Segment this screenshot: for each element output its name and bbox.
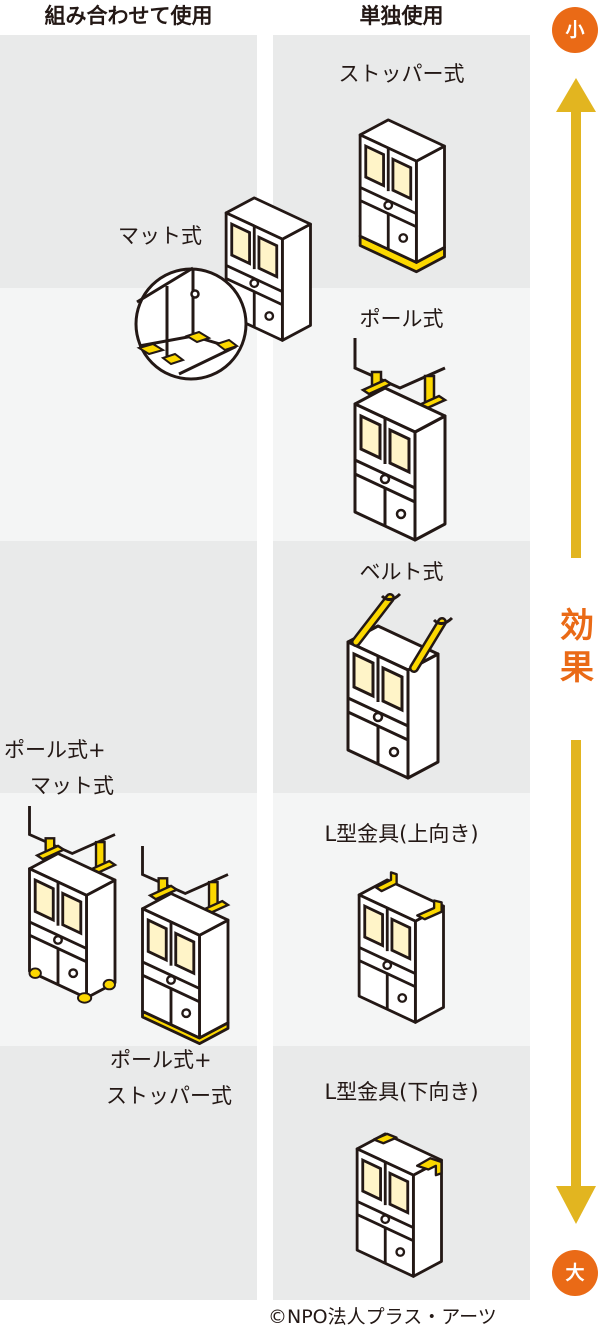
l-bracket-up-cabinet-illustration bbox=[357, 871, 445, 1024]
effect-label-1: 効 bbox=[560, 606, 594, 646]
label-l-bracket-down: L型金具(下向き) bbox=[324, 1080, 479, 1104]
combined-panel-3 bbox=[0, 541, 257, 793]
pole-plus-stopper-cabinet-illustration bbox=[141, 846, 231, 1046]
header-single-use: 単独使用 bbox=[359, 4, 444, 28]
label-l-bracket-up: L型金具(上向き) bbox=[324, 822, 479, 846]
combined-panel-5 bbox=[0, 1046, 257, 1300]
effect-large-badge: 大 bbox=[552, 1250, 598, 1296]
combined-panel-1 bbox=[0, 35, 257, 288]
label-belt: ベルト式 bbox=[359, 560, 444, 584]
label-pole-plus-mat-line2: マット式 bbox=[30, 774, 114, 798]
label-mat: マット式 bbox=[118, 224, 202, 248]
pole-plus-mat-cabinet-illustration bbox=[28, 806, 118, 1004]
effect-label-2: 果 bbox=[560, 648, 594, 688]
copyright-text: ©NPO法人プラス・アーツ bbox=[268, 1306, 497, 1328]
belt-cabinet-illustration bbox=[346, 592, 454, 780]
label-pole-plus-stopper-line1: ポール式+ bbox=[110, 1048, 212, 1072]
label-pole: ポール式 bbox=[359, 307, 444, 331]
stopper-cabinet-illustration bbox=[358, 118, 446, 274]
label-stopper: ストッパー式 bbox=[338, 62, 465, 86]
l-bracket-down-cabinet-illustration bbox=[355, 1132, 443, 1278]
mat-detail-magnifier bbox=[134, 266, 248, 381]
pole-cabinet-illustration bbox=[353, 338, 448, 542]
arrow-up-icon bbox=[556, 78, 596, 558]
label-pole-plus-stopper-line2: ストッパー式 bbox=[106, 1084, 232, 1108]
header-combined-use: 組み合わせて使用 bbox=[44, 4, 213, 28]
arrow-down-icon bbox=[556, 740, 596, 1224]
effect-small-badge: 小 bbox=[552, 7, 598, 53]
label-pole-plus-mat-line1: ポール式+ bbox=[4, 738, 106, 762]
